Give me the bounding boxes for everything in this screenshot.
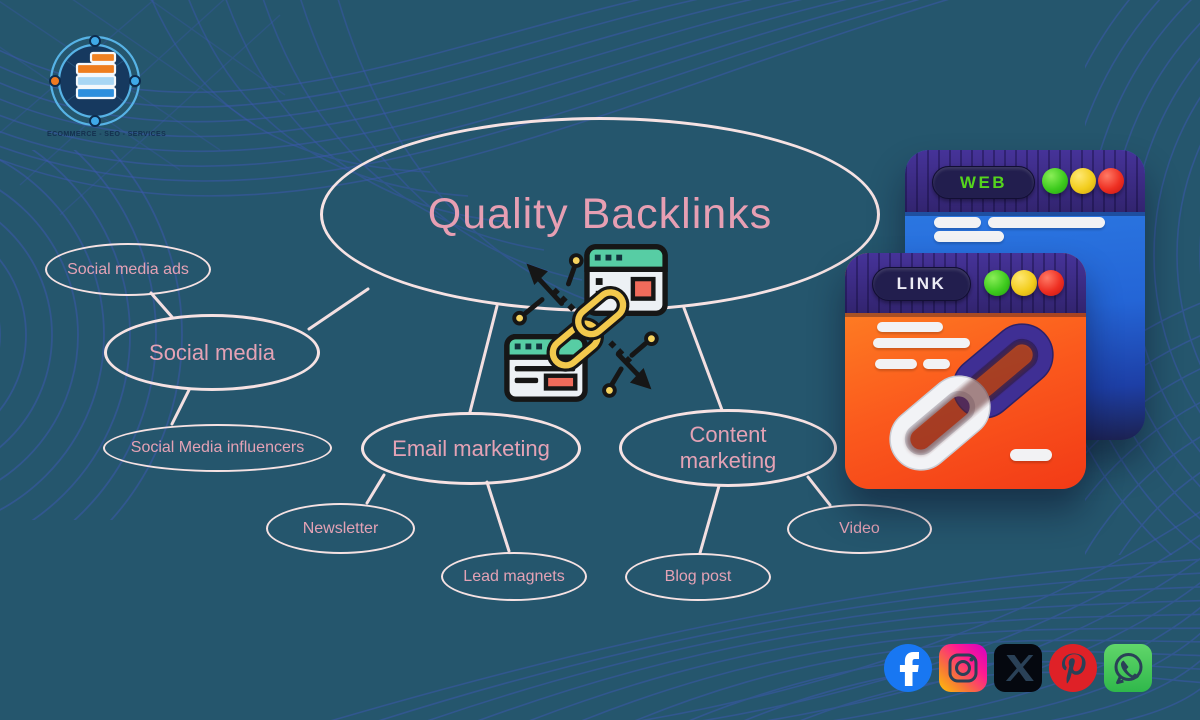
node-label: Blog post [664, 568, 732, 585]
node-lead-magnets: Lead magnets [441, 552, 587, 601]
node-social-media-influencers: Social Media influencers [103, 424, 332, 472]
backlink-chain-icon [504, 244, 668, 402]
browser-window-link: LINK [845, 253, 1086, 489]
text-line [923, 359, 950, 369]
whatsapp-icon[interactable] [1104, 644, 1152, 692]
chain-links-gold [546, 286, 630, 372]
mini-window-source [504, 334, 588, 402]
pinterest-icon[interactable] [1049, 644, 1097, 692]
facebook-icon[interactable] [884, 644, 932, 692]
mindmap-connectors [149, 287, 832, 555]
node-label: Email marketing [392, 435, 550, 461]
window-title-pill: WEB [932, 166, 1035, 199]
node-label: Social media [149, 339, 275, 365]
node-video: Video [787, 504, 932, 554]
text-line [1010, 449, 1052, 461]
brand-tagline: ECOMMERCE - SEO - SERVICES [47, 131, 167, 138]
brand-logo: ECOMMERCE - SEO - SERVICES [47, 33, 167, 138]
node-newsletter: Newsletter [266, 503, 415, 554]
window-title-pill: LINK [872, 267, 971, 301]
node-email-marketing: Email marketing [361, 412, 581, 485]
window-header: LINK [845, 253, 1086, 313]
instagram-icon[interactable] [939, 644, 987, 692]
node-label: Newsletter [302, 519, 379, 537]
node-label: Social media ads [67, 260, 189, 278]
window-header: WEB [905, 150, 1145, 212]
node-social-media-ads: Social media ads [45, 243, 211, 296]
traffic-dot-yellow [1011, 270, 1037, 296]
traffic-dot-yellow [1070, 168, 1096, 194]
node-content-marketing: Content marketing [619, 409, 837, 487]
social-bar [884, 644, 1152, 692]
text-line [988, 217, 1105, 228]
text-line [875, 359, 917, 369]
text-line [877, 322, 943, 332]
node-label: Lead magnets [463, 567, 565, 585]
node-social-media: Social media [104, 314, 320, 391]
node-label: Content marketing [679, 421, 777, 473]
node-label: Social Media influencers [130, 439, 305, 456]
root-label: Quality Backlinks [427, 190, 773, 238]
node-blog-post: Blog post [625, 553, 771, 601]
brand-letter-e [75, 51, 117, 100]
text-line [934, 217, 981, 228]
traffic-dot-green [1042, 168, 1068, 194]
text-line [873, 338, 970, 348]
traffic-dot-red [1038, 270, 1064, 296]
text-line [934, 231, 1004, 242]
traffic-dot-red [1098, 168, 1124, 194]
brand-logo-badge [49, 35, 141, 127]
x-twitter-icon[interactable] [994, 644, 1042, 692]
traffic-dot-green [984, 270, 1010, 296]
chain-link-3d-icon [889, 323, 1054, 471]
node-label: Video [839, 520, 880, 537]
